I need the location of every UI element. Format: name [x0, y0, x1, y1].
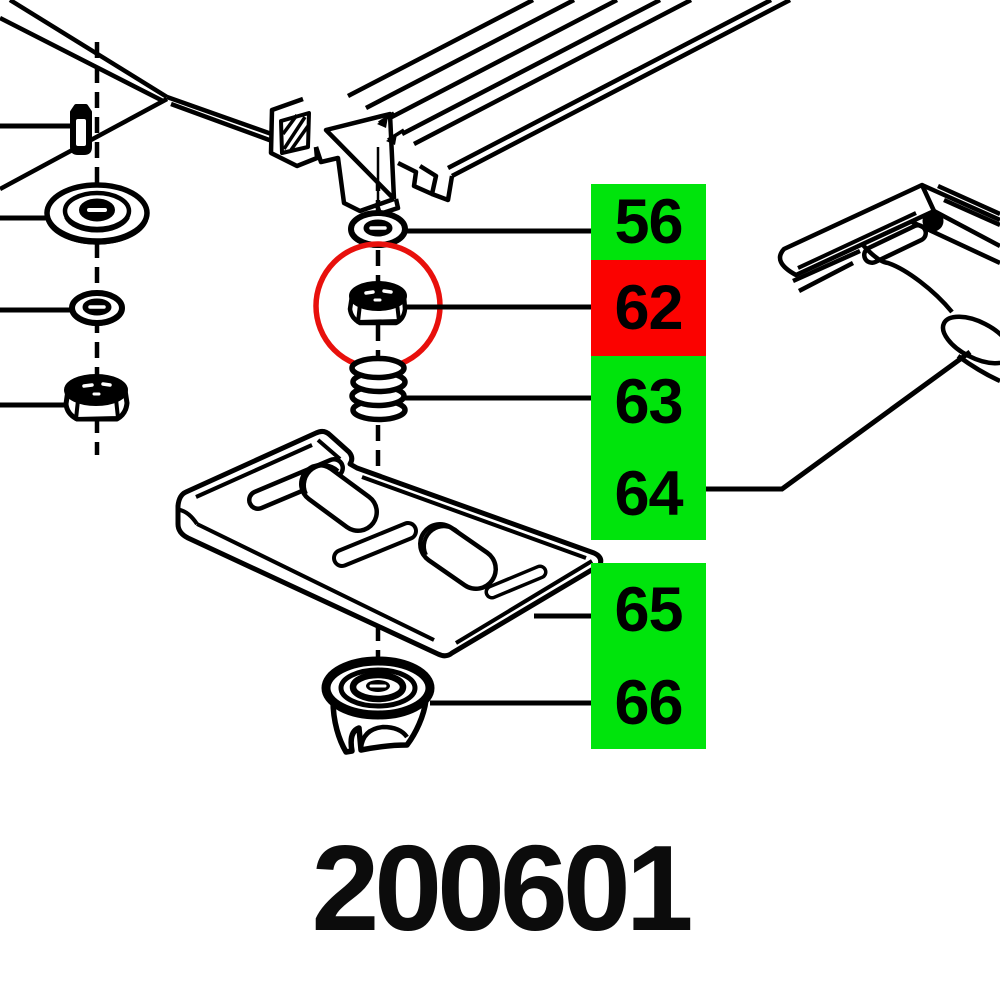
- knob-66-drawing: [321, 656, 435, 755]
- spring-63-drawing: [349, 355, 408, 423]
- roller-washer-drawing: [44, 182, 150, 245]
- part-label-64[interactable]: 64: [591, 448, 706, 540]
- part-label-62[interactable]: 62: [591, 260, 706, 356]
- pin-drawing: [70, 104, 92, 155]
- glide-plate-65-drawing: [175, 428, 604, 659]
- part-label-66[interactable]: 66: [591, 656, 706, 749]
- guide-rail-drawing: [0, 0, 792, 217]
- small-washer-left-drawing: [69, 290, 125, 327]
- part-label-56[interactable]: 56: [591, 184, 706, 260]
- part-label-63[interactable]: 63: [591, 356, 706, 448]
- hex-nut-62-drawing: [347, 281, 408, 326]
- clamp-64-drawing: [777, 182, 1000, 384]
- catalog-part-number: 200601: [311, 820, 693, 956]
- washer-56-drawing: [348, 210, 408, 248]
- hex-nut-left-drawing: [63, 374, 130, 422]
- part-label-65[interactable]: 65: [591, 563, 706, 656]
